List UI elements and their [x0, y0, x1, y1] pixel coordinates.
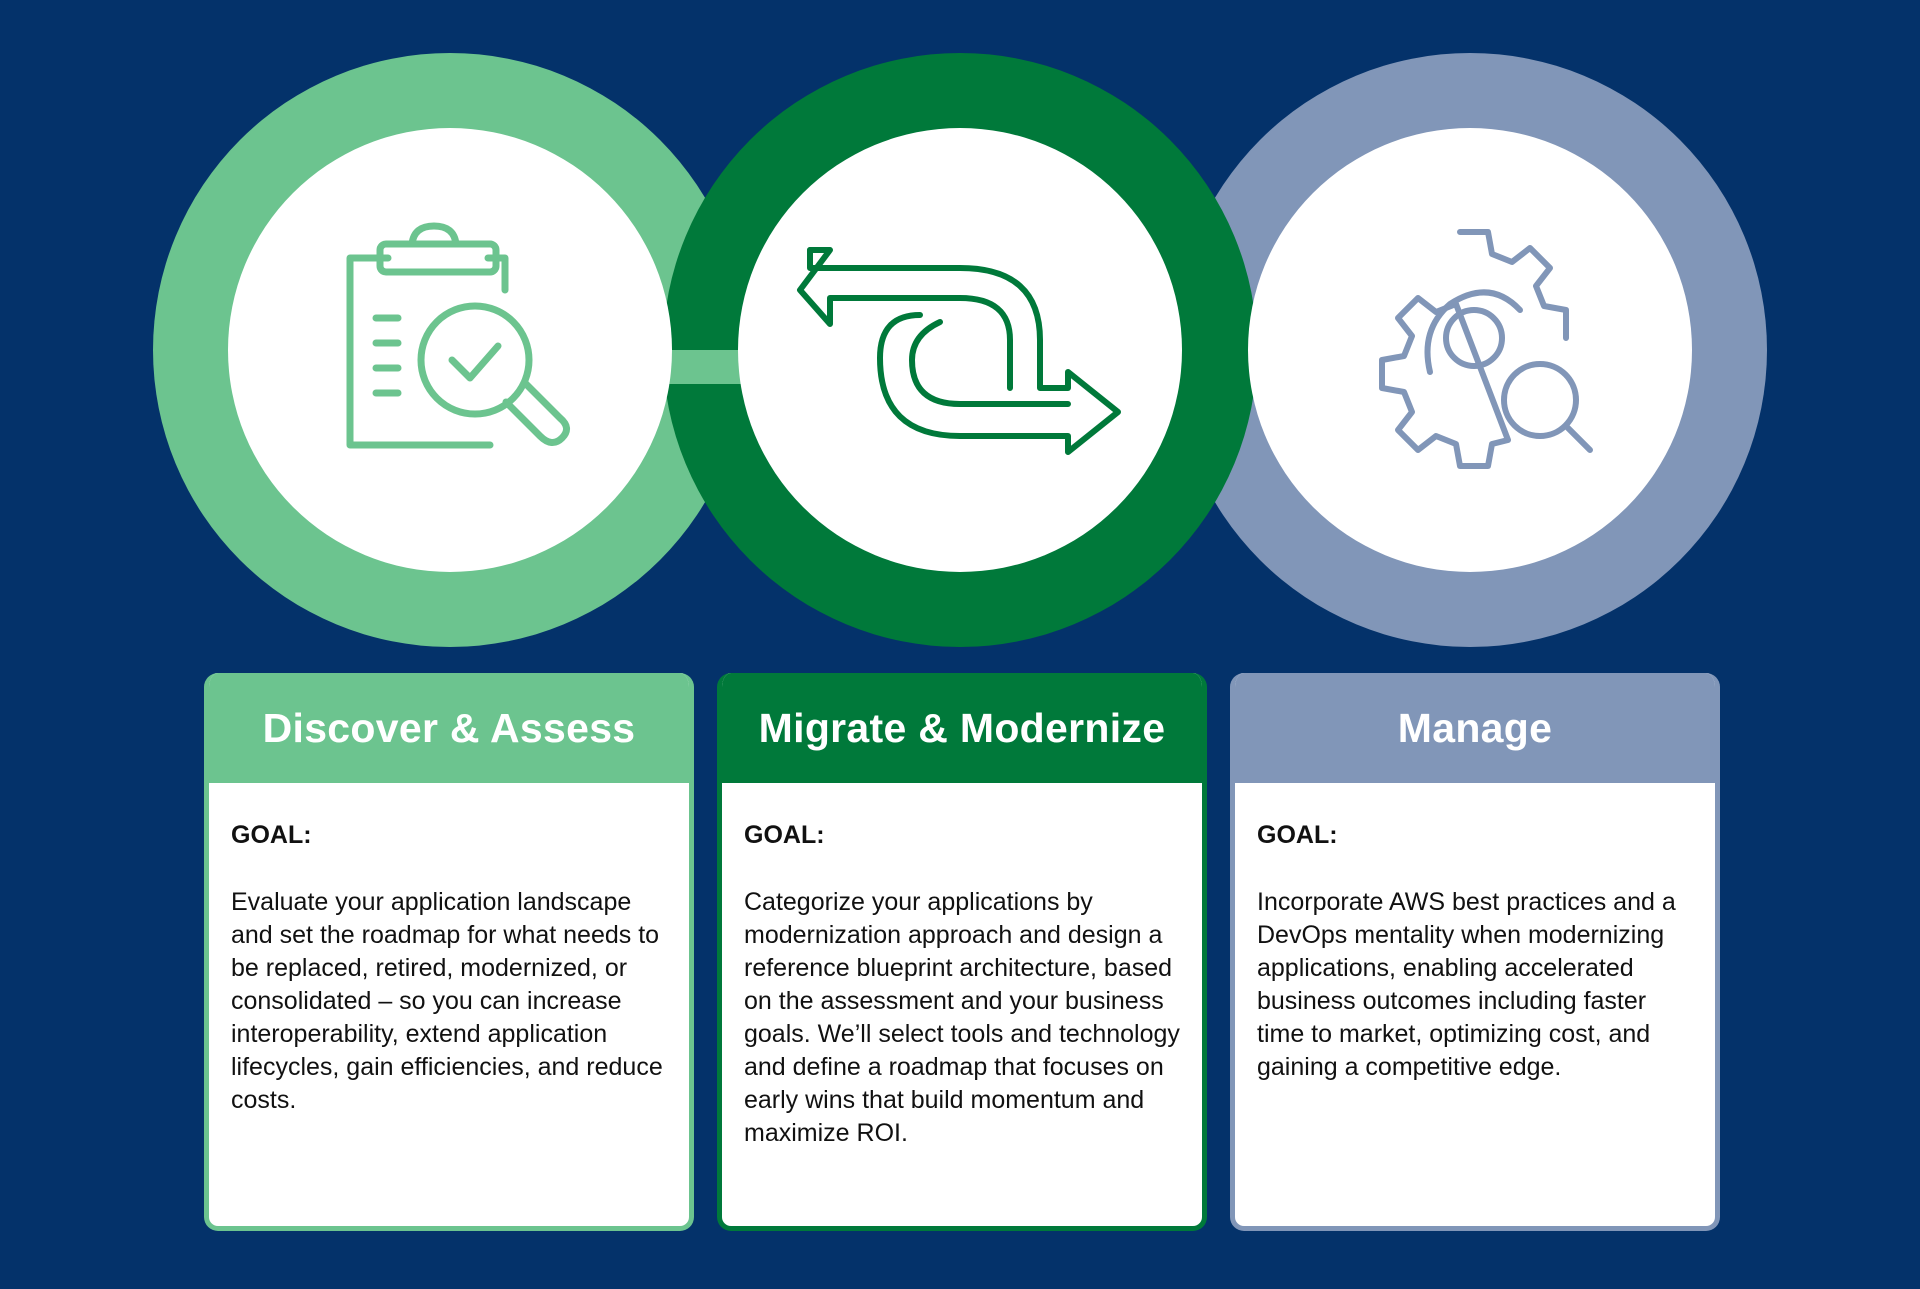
- phase-description-discover: Evaluate your application landscape and …: [231, 888, 663, 1114]
- phase-card-discover: Discover & Assess GOAL: Evaluate your ap…: [204, 673, 694, 1231]
- phase-description-migrate: Categorize your applications by moderniz…: [744, 888, 1180, 1147]
- phase-title-discover: Discover & Assess: [209, 673, 689, 783]
- gear-magnifier-icon: [1379, 229, 1593, 469]
- phase-title-migrate: Migrate & Modernize: [722, 673, 1202, 783]
- phase-description-manage: Incorporate AWS best practices and a Dev…: [1257, 888, 1676, 1081]
- phase-title-manage: Manage: [1235, 673, 1715, 783]
- inner-circle-migrate: [738, 128, 1182, 572]
- goal-label: GOAL:: [744, 821, 825, 849]
- clipboard-magnifier-check-icon: [346, 222, 570, 449]
- phase-card-migrate: Migrate & Modernize GOAL: Categorize you…: [717, 673, 1207, 1231]
- loop-arrows-icon: [797, 247, 1121, 455]
- goal-label: GOAL:: [1257, 821, 1338, 849]
- inner-circle-discover: [228, 128, 672, 572]
- phase-card-manage: Manage GOAL: Incorporate AWS best practi…: [1230, 673, 1720, 1231]
- goal-label: GOAL:: [231, 821, 312, 849]
- inner-circle-manage: [1248, 128, 1692, 572]
- phase-rings-diagram: [153, 53, 1767, 647]
